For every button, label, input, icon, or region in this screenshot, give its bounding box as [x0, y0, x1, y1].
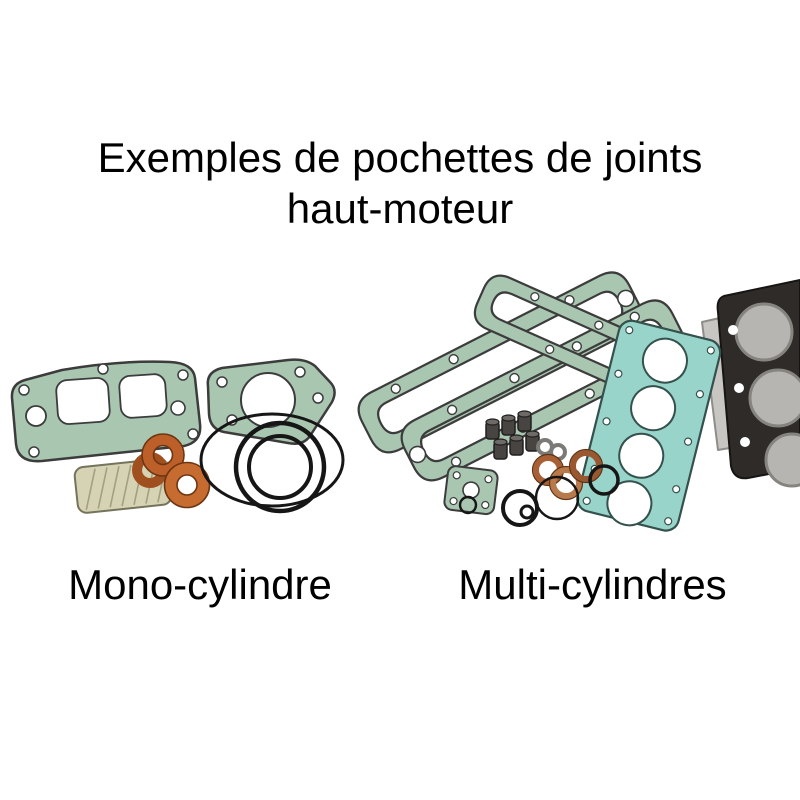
large-o-rings: [199, 412, 345, 514]
label-multi-cylindres: Multi-cylindres: [458, 561, 727, 608]
small-gasket: [443, 465, 499, 516]
copper-washers: [132, 433, 211, 509]
valve-stem-seals: [485, 410, 540, 460]
multi-cylinder-gasket-set-image: [357, 271, 800, 532]
label-mono-cylindre: Mono-cylindre: [68, 561, 332, 608]
base-gasket-shape: [10, 360, 202, 463]
title-line-2: haut-moteur: [286, 185, 514, 232]
cover-gasket-shape: [206, 358, 336, 445]
head-gasket-dark: [716, 279, 800, 488]
page-title: Exemples de pochettes de joints haut-mot…: [0, 132, 800, 234]
head-gasket-teal: [576, 319, 722, 532]
small-o-rings: [458, 464, 620, 527]
title-line-1: Exemples de pochettes de joints: [97, 134, 703, 181]
mono-cylinder-gasket-set-image: [10, 358, 345, 514]
